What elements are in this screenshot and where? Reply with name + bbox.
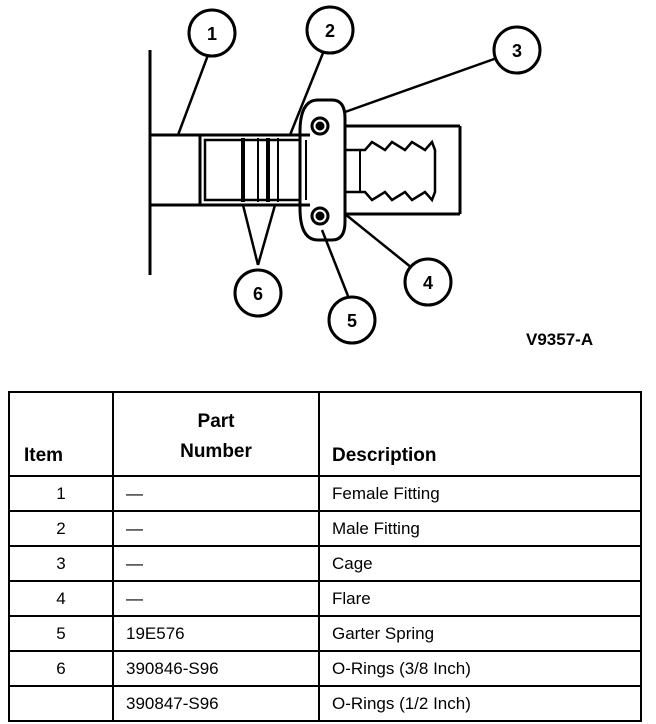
cell-item: 5 (8, 615, 114, 652)
cell-part-number: — (112, 580, 320, 617)
svg-text:4: 4 (423, 273, 433, 293)
cell-part-number: 390846-S96 (112, 650, 320, 687)
cell-description: O-Rings (1/2 Inch) (318, 685, 642, 722)
svg-text:2: 2 (325, 21, 335, 41)
table-row: 390847-S96 O-Rings (1/2 Inch) (8, 685, 642, 722)
header-part-line1: Part (197, 411, 235, 432)
cell-description: Flare (318, 580, 642, 617)
cell-item: 6 (8, 650, 114, 687)
svg-text:1: 1 (207, 24, 217, 44)
cell-part-number: 19E576 (112, 615, 320, 652)
cell-item: 3 (8, 545, 114, 582)
cell-description: Garter Spring (318, 615, 642, 652)
fitting-diagram: 1 2 3 4 5 6 (148, 5, 542, 345)
cell-item: 2 (8, 510, 114, 547)
cell-description: Female Fitting (318, 475, 642, 512)
table-row: 2 — Male Fitting (8, 510, 642, 547)
header-description: Description (318, 391, 642, 477)
cell-item (8, 685, 114, 722)
callout-5: 5 (327, 295, 377, 345)
callout-2: 2 (305, 5, 355, 55)
cell-item: 4 (8, 580, 114, 617)
cell-part-number: — (112, 510, 320, 547)
callout-4: 4 (403, 257, 453, 307)
table-row: 5 19E576 Garter Spring (8, 615, 642, 652)
callout-6: 6 (233, 268, 283, 318)
cell-description: Cage (318, 545, 642, 582)
svg-text:6: 6 (253, 284, 263, 304)
header-item: Item (8, 391, 114, 477)
cell-description: O-Rings (3/8 Inch) (318, 650, 642, 687)
callout-3: 3 (492, 25, 542, 75)
fitting-illustration (148, 50, 462, 275)
cell-part-number: — (112, 545, 320, 582)
table-row: 3 — Cage (8, 545, 642, 582)
svg-text:3: 3 (512, 41, 522, 61)
table-row: 1 — Female Fitting (8, 475, 642, 512)
cell-part-number: — (112, 475, 320, 512)
svg-text:5: 5 (347, 311, 357, 331)
cell-description: Male Fitting (318, 510, 642, 547)
leader-lines (176, 47, 498, 297)
cell-part-number: 390847-S96 (112, 685, 320, 722)
cell-item: 1 (8, 475, 114, 512)
callout-1: 1 (187, 8, 237, 58)
table-row: 6 390846-S96 O-Rings (3/8 Inch) (8, 650, 642, 687)
table-row: 4 — Flare (8, 580, 642, 617)
header-part-line2: Number (180, 441, 252, 462)
figure-id: V9357-A (526, 330, 594, 349)
